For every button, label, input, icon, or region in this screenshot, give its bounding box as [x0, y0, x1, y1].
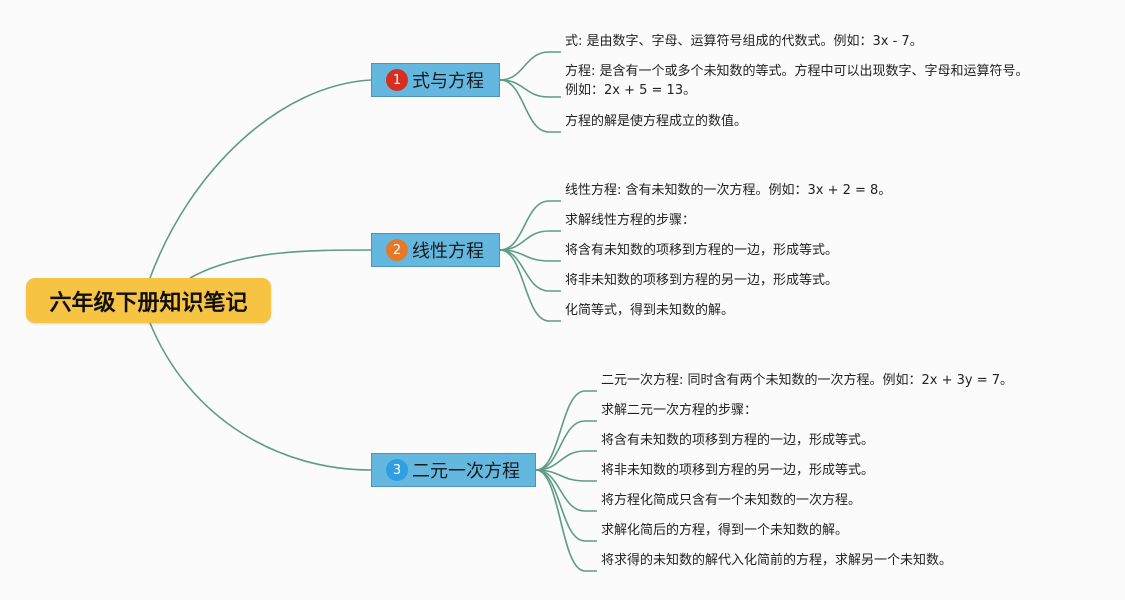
- leaf-3-5[interactable]: 将方程化简成只含有一个未知数的一次方程。: [601, 493, 862, 508]
- branch-title-1: 式与方程: [412, 71, 484, 92]
- branch-topic-2[interactable]: 2 线性方程: [371, 233, 500, 267]
- connector-root-branch-1: [149, 79, 372, 279]
- branch-topic-3[interactable]: 3 二元一次方程: [371, 453, 536, 487]
- connector-root-branch-3: [149, 322, 372, 471]
- connector-branch-3-leaf-5: [535, 469, 597, 512]
- connector-branch-2-leaf-1: [499, 200, 561, 251]
- connector-branch-3-leaf-7: [535, 469, 597, 572]
- connector-branch-1-leaf-1: [499, 51, 561, 81]
- branch-title-2: 线性方程: [412, 241, 484, 262]
- connector-branch-2-leaf-5: [499, 249, 561, 322]
- leaf-2-2[interactable]: 求解线性方程的步骤：: [565, 213, 696, 228]
- leaf-2-1[interactable]: 线性方程: 含有未知数的一次方程。例如：3x + 2 = 8。: [565, 183, 892, 198]
- connector-branch-3-leaf-3: [535, 450, 597, 471]
- leaf-3-6[interactable]: 求解化简后的方程，得到一个未知数的解。: [601, 523, 849, 538]
- leaf-1-1[interactable]: 式: 是由数字、字母、运算符号组成的代数式。例如：3x - 7。: [565, 34, 923, 49]
- connector-branch-1-leaf-2: [499, 79, 561, 98]
- connector-root-branch-2: [189, 249, 372, 279]
- leaf-2-5[interactable]: 化简等式，得到未知数的解。: [565, 303, 735, 318]
- leaf-3-2[interactable]: 求解二元一次方程的步骤：: [601, 403, 758, 418]
- branch-topic-1[interactable]: 1 式与方程: [371, 63, 500, 97]
- connector-branch-3-leaf-1: [535, 390, 597, 471]
- number-badge-3: 3: [386, 459, 408, 481]
- leaf-1-2-line2: 例如：2x + 5 = 13。: [565, 83, 697, 98]
- branch-title-3: 二元一次方程: [412, 461, 520, 482]
- number-badge-2: 2: [386, 239, 408, 261]
- connector-branch-2-leaf-4: [499, 249, 561, 292]
- leaf-3-1[interactable]: 二元一次方程: 同时含有两个未知数的一次方程。例如：2x + 3y = 7。: [601, 373, 1014, 388]
- number-badge-1: 1: [386, 69, 408, 91]
- leaf-3-7[interactable]: 将求得的未知数的解代入化简前的方程，求解另一个未知数。: [601, 553, 953, 568]
- leaf-2-4[interactable]: 将非未知数的项移到方程的另一边，形成等式。: [565, 273, 839, 288]
- leaf-1-2[interactable]: 方程: 是含有一个或多个未知数的等式。方程中可以出现数字、字母和运算符号。 例如…: [565, 62, 1029, 100]
- leaf-3-4[interactable]: 将非未知数的项移到方程的另一边，形成等式。: [601, 463, 875, 478]
- connector-branch-1-leaf-3: [499, 79, 561, 133]
- connector-branch-3-leaf-2: [535, 420, 597, 471]
- leaf-1-2-line1: 方程: 是含有一个或多个未知数的等式。方程中可以出现数字、字母和运算符号。: [565, 64, 1029, 79]
- leaf-2-3[interactable]: 将含有未知数的项移到方程的一边，形成等式。: [565, 243, 839, 258]
- leaf-3-3[interactable]: 将含有未知数的项移到方程的一边，形成等式。: [601, 433, 875, 448]
- connector-branch-2-leaf-2: [499, 230, 561, 251]
- root-topic[interactable]: 六年级下册知识笔记: [26, 278, 271, 323]
- leaf-1-3[interactable]: 方程的解是使方程成立的数值。: [565, 114, 748, 129]
